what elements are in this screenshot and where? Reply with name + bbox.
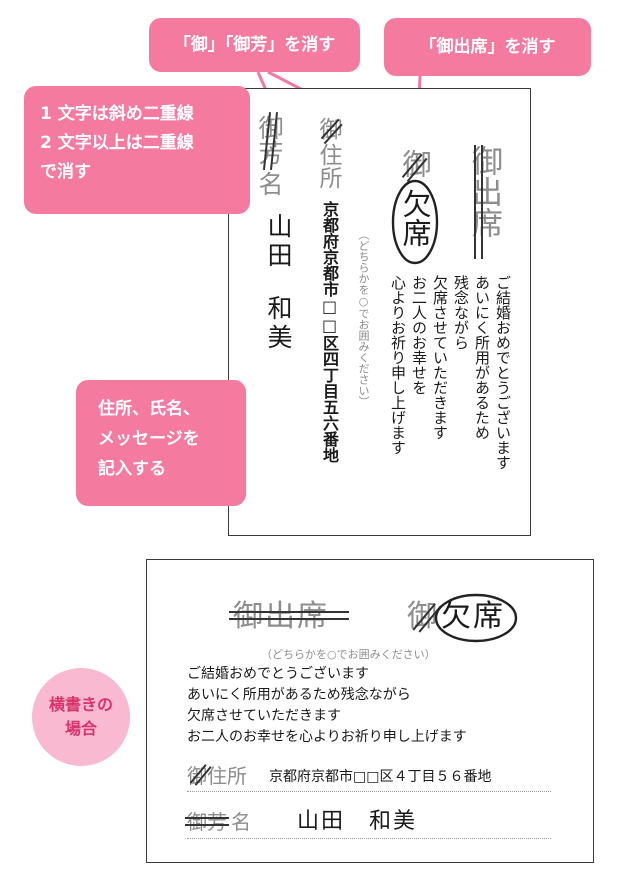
- h-message-line-1: ご結婚おめでとうございます: [187, 666, 369, 682]
- horizontal-case-1: 横書きの: [48, 695, 113, 714]
- choice-note: （どちらかを○でお囲みください）: [357, 229, 370, 407]
- callout-double-line-2: 2 文字以上は二重線: [40, 133, 194, 153]
- jusho-label: 住所: [315, 143, 341, 189]
- h-name-text: 山田 和美: [297, 809, 418, 834]
- address-text: 京都府京都市□□区四丁目五六番地: [320, 201, 339, 463]
- horizontal-case-2: 場合: [64, 719, 97, 738]
- callout-go-strike-text: 「御」「御芳」を消す: [173, 35, 336, 55]
- h-goshusseki-strike-1: [229, 611, 349, 613]
- callout-double-line-1: 1 文字は斜め二重線: [40, 104, 194, 124]
- callout-double-line-3: で消す: [40, 162, 91, 182]
- kesseki-circle: [391, 179, 439, 265]
- goshusseki-label: 御出席: [466, 145, 502, 238]
- h-address-text: 京都府京都市□□区４丁目５６番地: [269, 769, 492, 785]
- h-goho-strike-2: [185, 824, 229, 826]
- h-goshusseki-label: 御出席: [233, 599, 329, 634]
- h-message-line-4: お二人のお幸せを心よりお祈り申し上げます: [187, 729, 467, 745]
- message-line-6: 心よりお祈り申し上げます: [389, 275, 407, 455]
- callout-goshusseki-strike-text: 「御出席」を消す: [419, 37, 556, 57]
- h-goho-prefix: 御芳: [187, 810, 227, 834]
- message-line-5: お二人のお幸せを: [410, 275, 428, 395]
- callout-write: 住所、氏名、 メッセージを 記入する: [76, 380, 246, 506]
- h-message-line-3: 欠席させていただきます: [187, 708, 341, 724]
- goho-prefix: 御芳: [255, 115, 284, 165]
- h-kesseki-circle: [434, 593, 518, 643]
- callout-write-1: 住所、氏名、: [98, 399, 200, 419]
- message-line-4: 欠席させていただきます: [431, 275, 449, 440]
- h-mei-label: 名: [231, 810, 251, 834]
- goshusseki-strike-1: [474, 145, 476, 259]
- callout-double-line: 1 文字は斜め二重線 2 文字以上は二重線 で消す: [24, 86, 250, 214]
- h-goshusseki-strike-2: [229, 618, 349, 620]
- h-jusho-label: 住所: [207, 764, 247, 788]
- name-family: 山田: [264, 213, 293, 271]
- callout-go-strike: 「御」「御芳」を消す: [149, 18, 360, 72]
- callout-write-3: 記入する: [98, 459, 166, 479]
- horizontal-reply-card: 御出席 御 欠席 （どちらかを○でお囲みください） ご結婚おめでとうございます …: [146, 559, 594, 863]
- h-kesseki-label: 欠席: [441, 599, 505, 634]
- name-given: 和美: [264, 295, 293, 353]
- callout-write-2: メッセージを: [98, 429, 200, 449]
- mei-label: 名: [255, 171, 284, 196]
- message-line-1: ご結婚おめでとうございます: [494, 275, 512, 470]
- h-name-underline: [187, 838, 551, 839]
- vertical-reply-card: 御芳 名 御 住所 京都府京都市□□区四丁目五六番地 山田 和美 （どちらかを○…: [228, 88, 531, 536]
- kesseki-label: 欠席: [398, 189, 432, 247]
- horizontal-case-badge: 横書きの 場合: [32, 668, 130, 766]
- h-goho-strike-1: [185, 817, 229, 819]
- goshusseki-strike-2: [481, 145, 483, 259]
- h-message-line-2: あいにく所用があるため残念ながら: [187, 687, 411, 703]
- message-line-2: あいにく所用があるため: [473, 275, 491, 440]
- message-line-3: 残念ながら: [452, 275, 470, 350]
- h-choice-note: （どちらかを○でお囲みください）: [261, 648, 436, 661]
- callout-goshusseki-strike: 「御出席」を消す: [384, 18, 591, 76]
- h-address-underline: [187, 791, 551, 792]
